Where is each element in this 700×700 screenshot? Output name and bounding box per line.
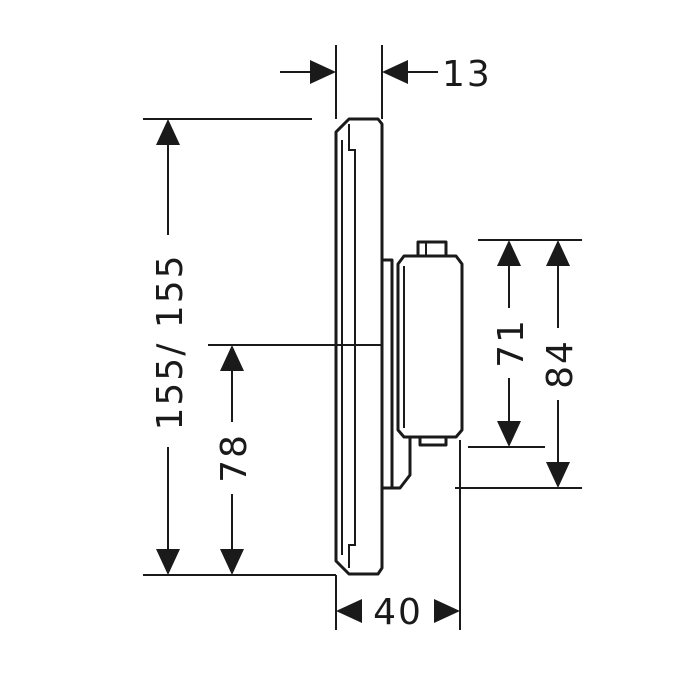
- dim-78-label: 78: [214, 433, 255, 483]
- dim-13-label: 13: [442, 54, 492, 95]
- dim-71-arrow-bottom: [497, 421, 521, 447]
- valve-top-nub: [416, 240, 448, 256]
- product-profile: [334, 117, 464, 576]
- dim-84-label: 84: [540, 339, 581, 389]
- dim-84-arrow-top: [546, 240, 570, 266]
- dim-13-arrow-left: [310, 60, 336, 84]
- valve-body: [396, 254, 464, 439]
- dim-78-arrow-top: [220, 345, 244, 371]
- extension-lines: [143, 45, 582, 630]
- dim-84-arrow-bottom: [546, 462, 570, 488]
- dim-13-arrow-right: [382, 60, 408, 84]
- dim-84: 84: [540, 240, 581, 488]
- lower-stem: [392, 437, 412, 490]
- dim-78: 78: [214, 345, 255, 575]
- dim-71-arrow-top: [497, 240, 521, 266]
- dim-78-arrow-bottom: [220, 549, 244, 575]
- dim-155-arrow-bottom: [156, 549, 180, 575]
- rear-step: [382, 258, 394, 490]
- dim-155: 155/ 155: [150, 119, 191, 575]
- dim-13: 13: [280, 54, 492, 95]
- dim-40-label: 40: [373, 592, 423, 633]
- dim-40-arrow-right: [434, 599, 460, 623]
- dim-155-arrow-top: [156, 119, 180, 145]
- dim-155-label: 155/ 155: [150, 254, 191, 431]
- cover-plate-outline: [334, 117, 384, 576]
- dim-40: 40: [336, 592, 460, 633]
- valve-bottom-nub: [418, 437, 448, 447]
- cover-plate-inner-edge: [348, 124, 356, 568]
- dim-71: 71: [491, 240, 532, 447]
- dim-40-arrow-left: [336, 599, 362, 623]
- dim-71-label: 71: [491, 318, 532, 368]
